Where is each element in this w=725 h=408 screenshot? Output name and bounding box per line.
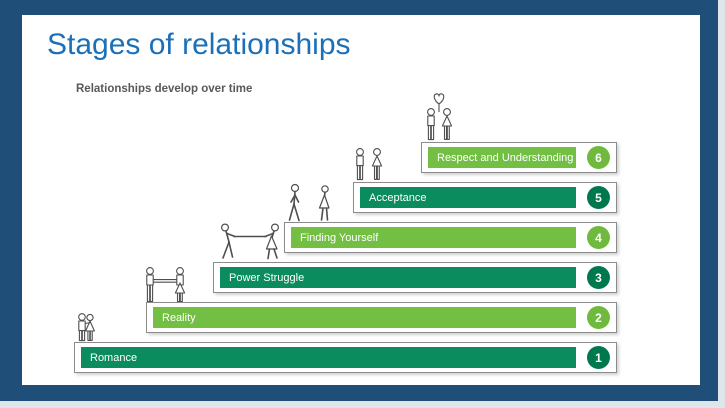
step-label-bar: Romance — [81, 347, 576, 368]
slide-subtitle: Relationships develop over time — [76, 83, 253, 95]
step-row-reality: Reality 2 — [146, 302, 617, 333]
step-row-respect-understanding: Respect and Understanding 6 — [421, 142, 617, 173]
step-number-badge: 2 — [587, 306, 610, 329]
standing-couple-icon — [351, 147, 387, 182]
step-number-badge: 1 — [587, 346, 610, 369]
tug-of-war-couple-icon — [219, 222, 281, 262]
step-label-bar: Acceptance — [360, 187, 576, 208]
step-number-badge: 3 — [587, 266, 610, 289]
step-label-bar: Reality — [153, 307, 576, 328]
step-row-finding-yourself: Finding Yourself 4 — [284, 222, 617, 253]
embracing-couple-icon — [70, 304, 104, 343]
step-number-badge: 6 — [587, 146, 610, 169]
step-row-romance: Romance 1 — [74, 342, 617, 373]
step-row-power-struggle: Power Struggle 3 — [213, 262, 617, 293]
step-number-badge: 5 — [587, 186, 610, 209]
step-number-badge: 4 — [587, 226, 610, 249]
step-row-acceptance: Acceptance 5 — [353, 182, 617, 213]
step-label-bar: Finding Yourself — [291, 227, 576, 248]
couple-holding-hands-icon — [142, 264, 188, 304]
step-label-bar: Respect and Understanding — [428, 147, 576, 168]
page-title: Stages of relationships — [47, 28, 351, 61]
couple-heart-balloon-icon — [420, 92, 458, 142]
step-label-bar: Power Struggle — [220, 267, 576, 288]
couple-walking-apart-icon — [287, 183, 337, 222]
slide-frame: Stages of relationships Relationships de… — [0, 0, 718, 401]
slide-content: Stages of relationships Relationships de… — [22, 15, 700, 385]
